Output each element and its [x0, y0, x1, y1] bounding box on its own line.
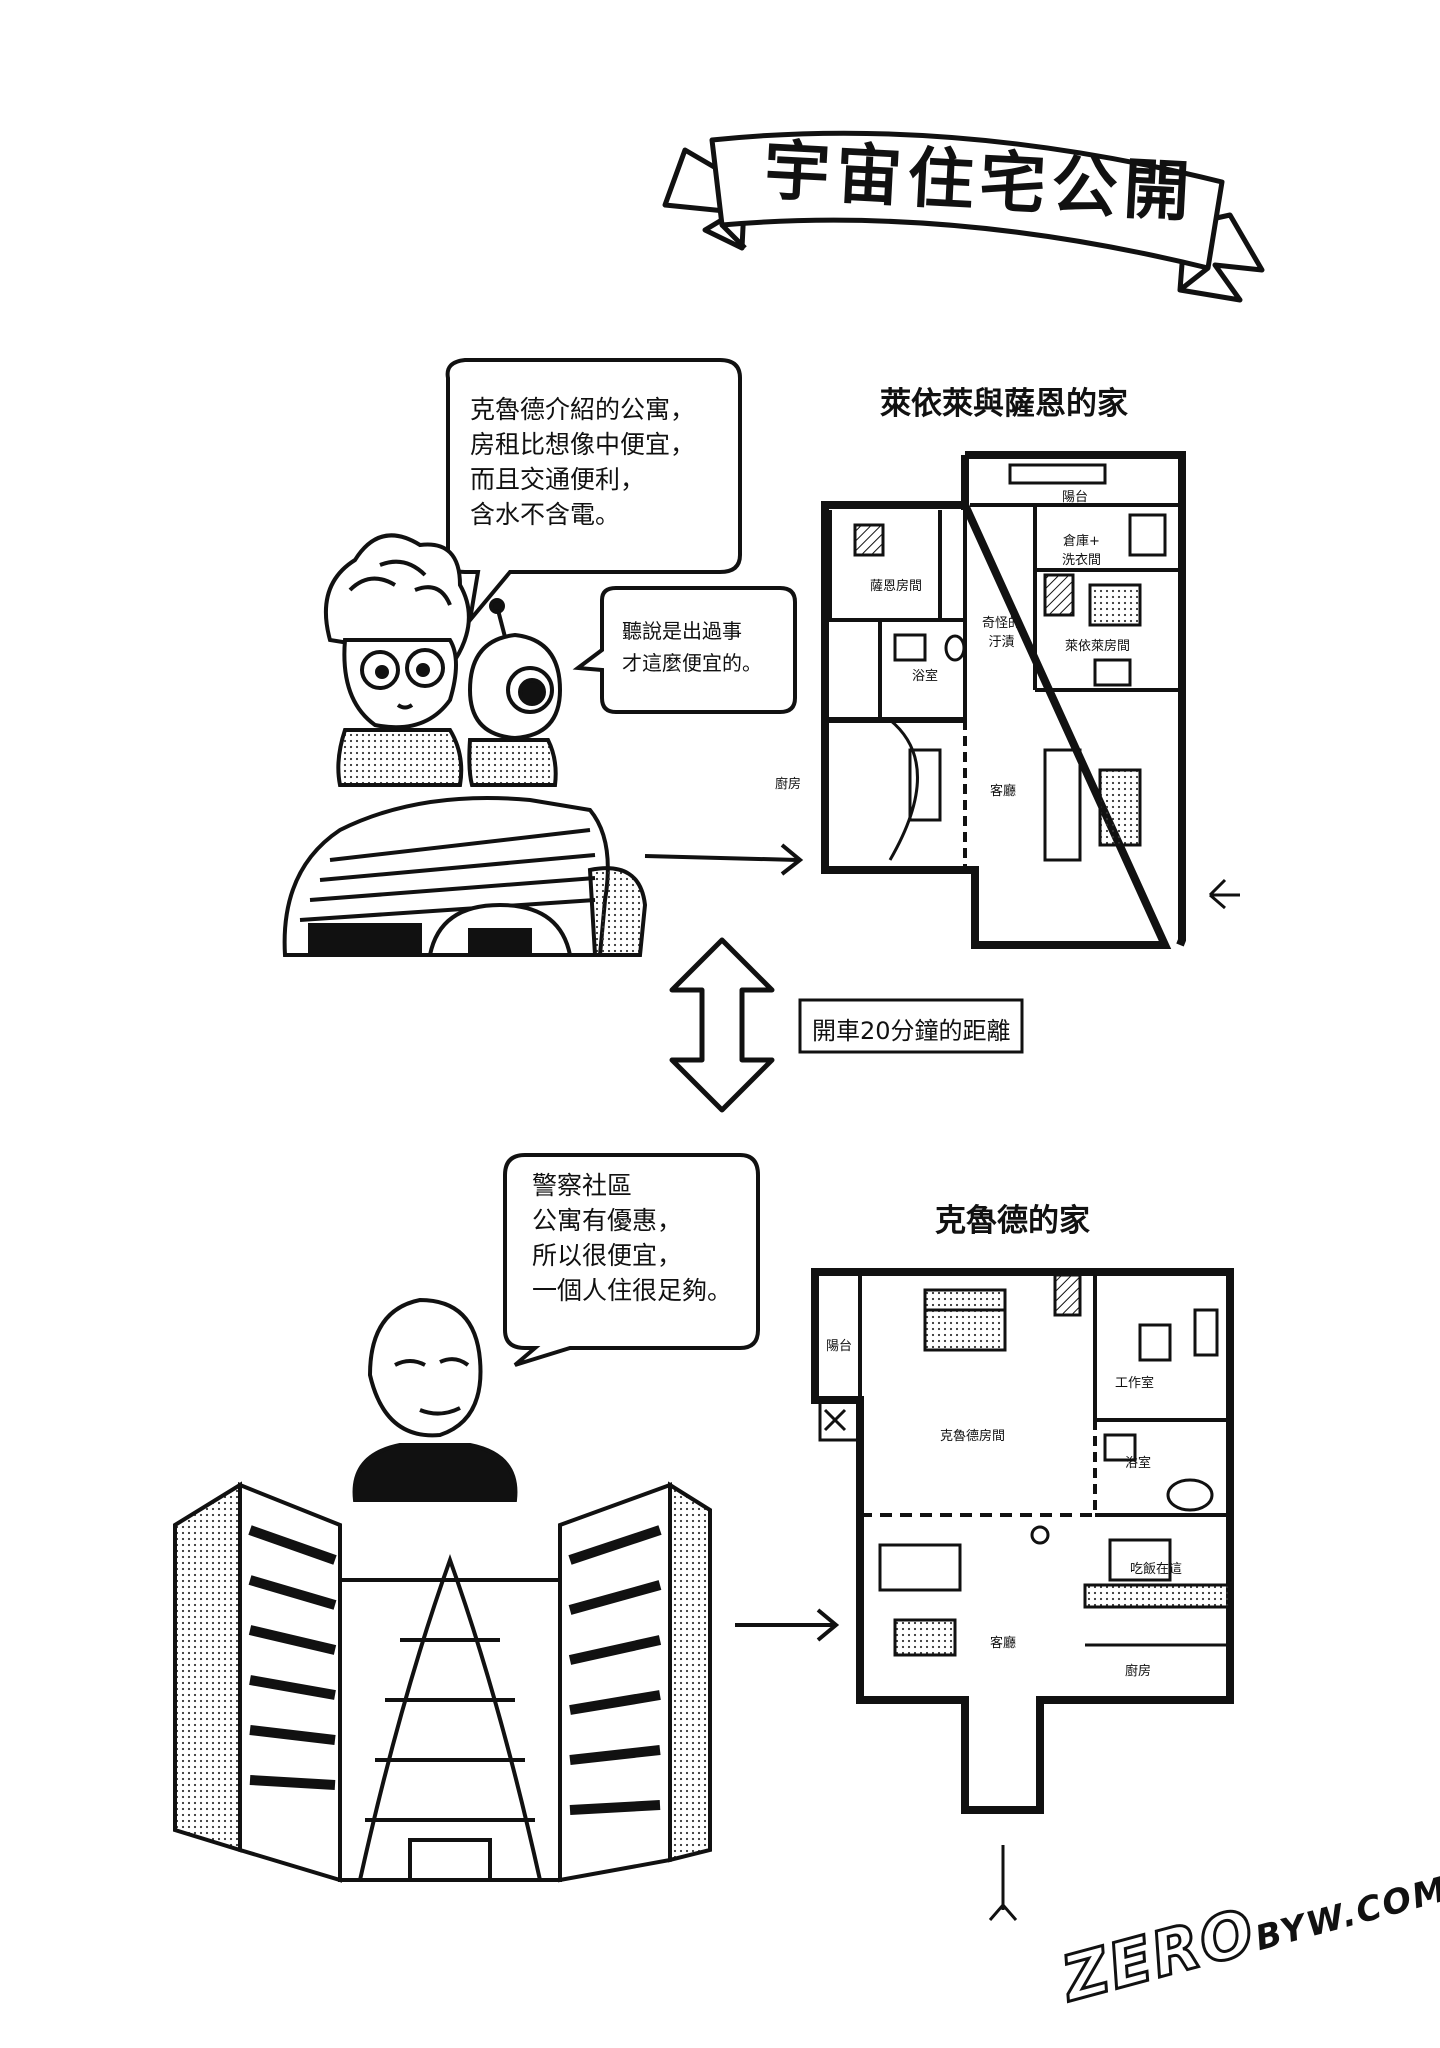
room-label-san-room: 薩恩房間 — [870, 579, 923, 594]
floor-plan-bottom — [811, 1268, 1234, 1921]
room-label-dining: 吃飯在這 — [1130, 1562, 1183, 1577]
speech-bubble-small-text: 聽說是出過事 才這麼便宜的。 — [622, 619, 762, 675]
speech-bubble-small — [572, 586, 797, 714]
room-label-balcony-bottom: 陽台 — [826, 1339, 853, 1354]
speech-bubble-top-text: 克魯德介紹的公寓， 房租比想像中便宜， 而且交通便利， 含水不含電。 — [470, 395, 696, 529]
room-label-laiyilai-room: 萊依萊房間 — [1065, 639, 1131, 654]
building-bottom — [173, 1481, 712, 1883]
characters-top — [323, 533, 563, 787]
plan-title-top: 萊依萊與薩恩的家 — [880, 386, 1128, 422]
arrow-to-plan-bottom — [735, 1608, 840, 1642]
title-banner — [662, 130, 1265, 303]
double-arrow — [669, 937, 775, 1113]
room-label-storage: 倉庫+ 洗衣間 — [1062, 534, 1102, 568]
room-label-living-top: 客廳 — [990, 784, 1017, 799]
room-label-balcony-top: 陽台 — [1062, 490, 1089, 505]
building-top — [282, 796, 648, 957]
character-bottom — [352, 1297, 518, 1502]
arrow-to-plan-top — [644, 843, 804, 876]
distance-note: 開車20分鐘的距離 — [812, 1017, 1011, 1045]
speech-bubble-bottom — [503, 1153, 760, 1367]
floor-plan-top — [821, 451, 1240, 949]
room-label-bathroom-top: 浴室 — [912, 669, 939, 684]
room-label-living-bottom: 客廳 — [990, 1636, 1017, 1651]
distance-note-box — [798, 998, 1024, 1054]
room-label-kitchen-bottom: 廚房 — [1125, 1664, 1152, 1679]
speech-bubble-bottom-text: 警察社區 公寓有優惠， 所以很便宜， 一個人住很足夠。 — [532, 1171, 733, 1305]
plan-title-bottom: 克魯德的家 — [935, 1203, 1090, 1239]
room-label-kelude-room: 克魯德房間 — [940, 1429, 1006, 1444]
room-label-study: 工作室 — [1115, 1376, 1155, 1391]
room-label-kitchen-top: 廚房 — [775, 777, 802, 792]
room-label-stain: 奇怪的 汙漬 — [982, 616, 1022, 650]
room-label-bathroom-bottom: 浴室 — [1125, 1456, 1152, 1471]
